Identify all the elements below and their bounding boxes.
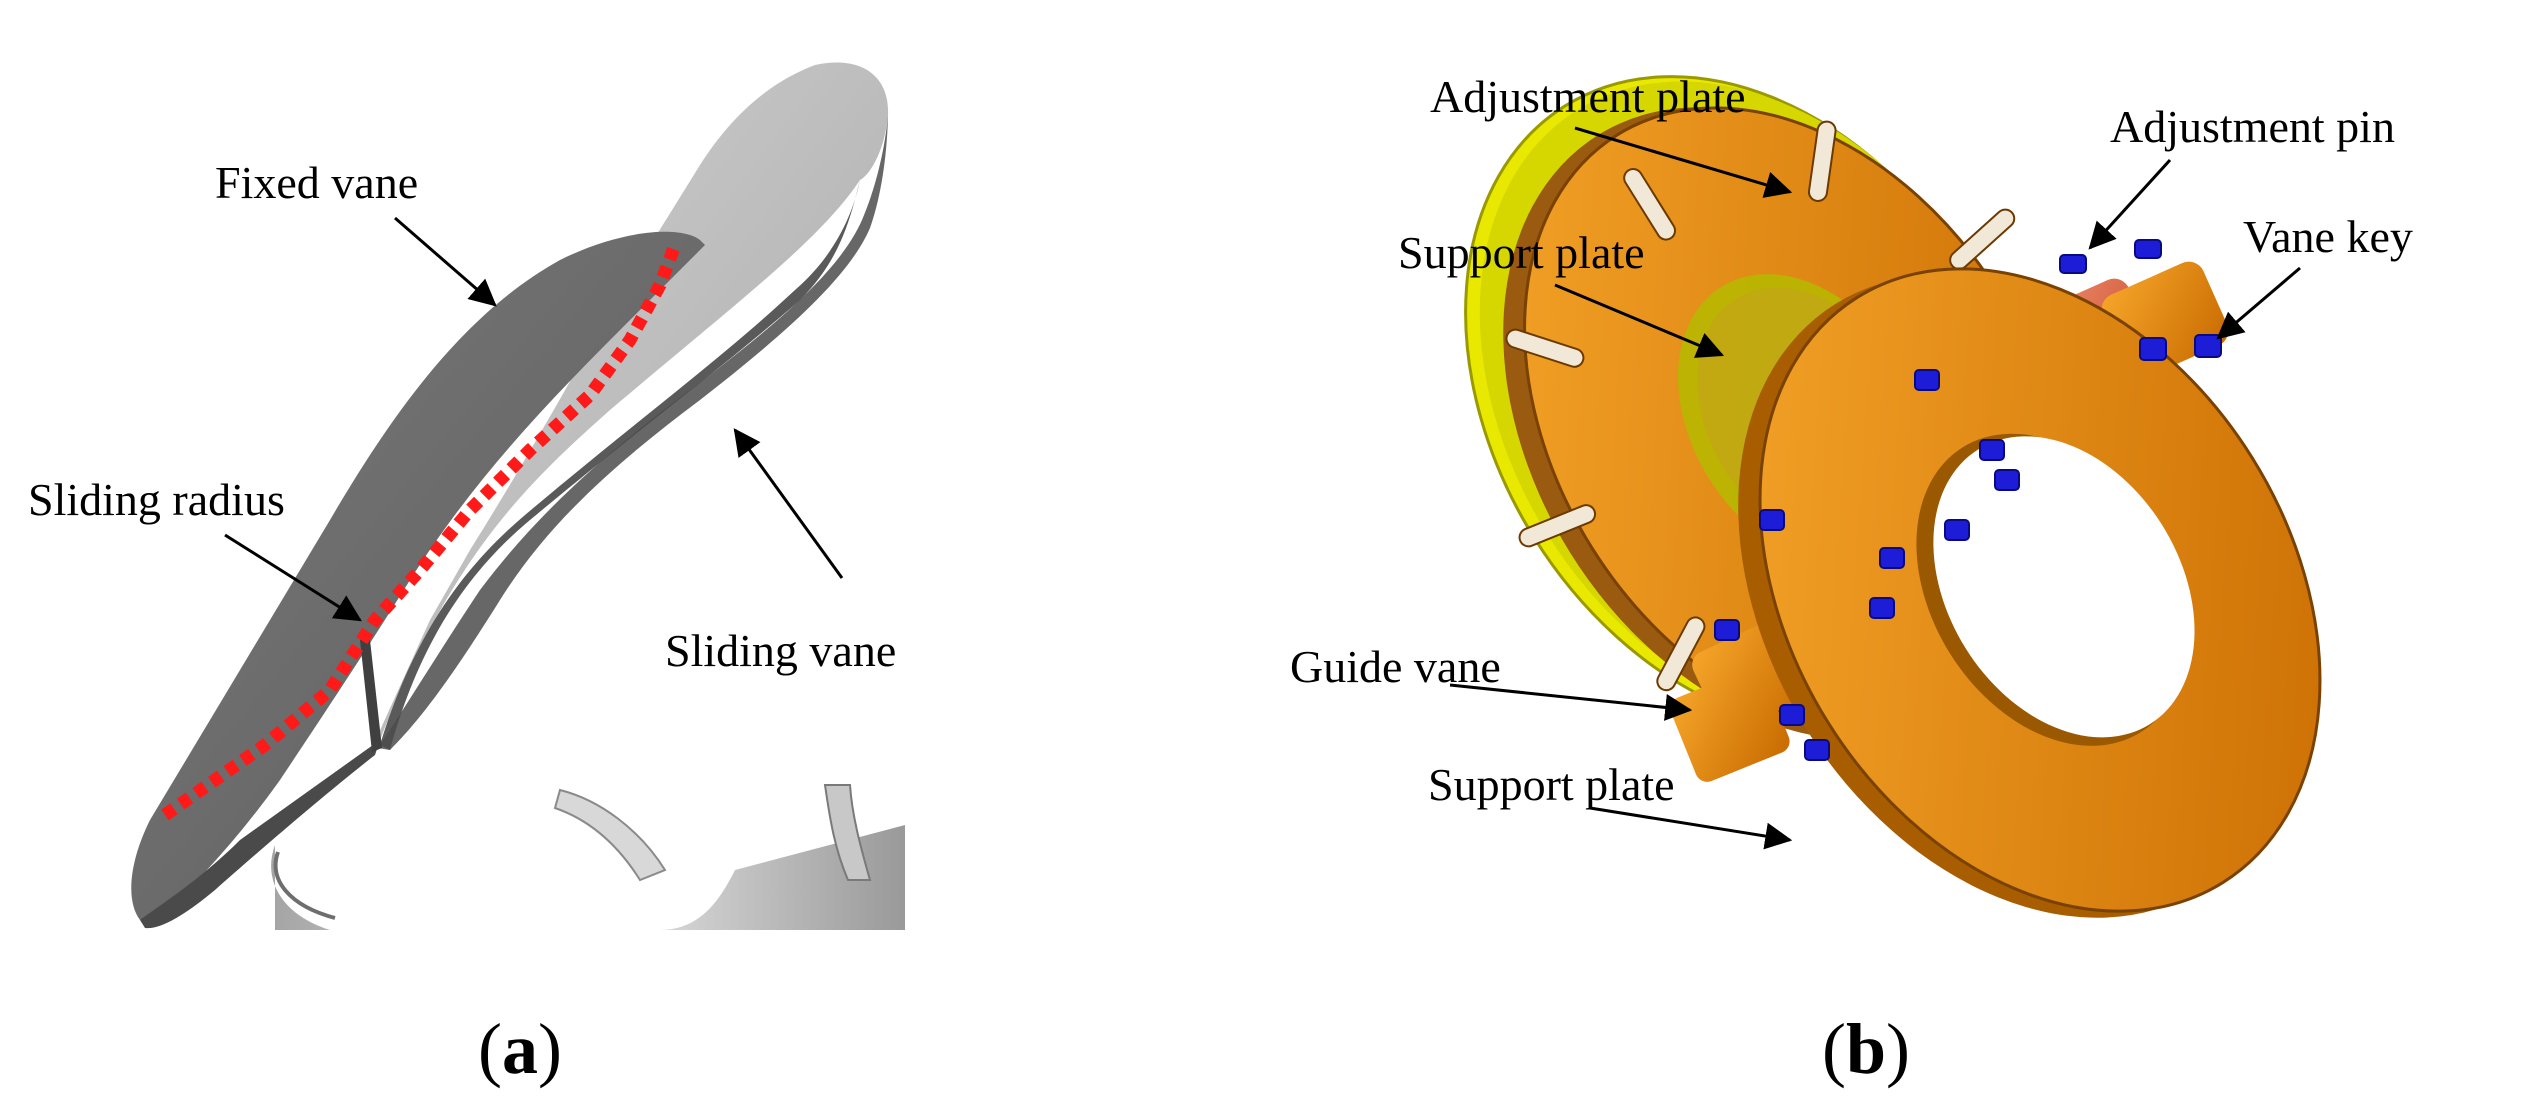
arrow-adjustment-pin — [2088, 158, 2172, 250]
arrow-support-plate-top — [1554, 283, 1725, 358]
adjustment-pin — [1759, 509, 1785, 531]
sliding-radius-line — [161, 242, 682, 821]
adjustment-pin — [1994, 469, 2020, 491]
arrow-fixed-vane — [394, 216, 497, 307]
label-support-plate-top: Support plate — [1398, 227, 1645, 278]
guide-vane-block — [1670, 668, 1790, 782]
sliding-vane — [372, 62, 889, 750]
arrow-sliding-vane — [733, 428, 844, 579]
label-fixed-vane: Fixed vane — [215, 157, 418, 208]
label-adjustment-plate: Adjustment plate — [1430, 71, 1746, 122]
arrow-sliding-radius — [224, 533, 362, 622]
arrow-vane-key — [2216, 266, 2301, 340]
adjustment-pins — [1714, 239, 2222, 761]
adjustment-pin — [2194, 334, 2222, 358]
label-sliding-vane: Sliding vane — [665, 625, 896, 676]
arrow-support-plate-bottom — [1589, 806, 1793, 850]
caption-a: (a) — [478, 1009, 562, 1089]
support-plate-bottom — [1738, 267, 2322, 918]
panel-b: Adjustment plate Adjustment pin Support … — [1290, 71, 2413, 1089]
adjustment-pin — [1804, 739, 1830, 761]
label-support-plate-bottom: Support plate — [1428, 759, 1675, 810]
label-adjustment-pin: Adjustment pin — [2110, 101, 2395, 152]
runner-blades — [271, 784, 905, 930]
arrow-adjustment-plate — [1574, 126, 1793, 198]
panel-a: Fixed vane Sliding radius Sliding vane (… — [28, 62, 905, 1089]
adjustment-pin — [2134, 239, 2162, 259]
adjustment-pin — [1914, 369, 1940, 391]
adjustment-pin — [1979, 439, 2005, 461]
adjustment-pin — [1879, 547, 1905, 569]
label-vane-key: Vane key — [2243, 211, 2413, 262]
caption-b: (b) — [1822, 1009, 1910, 1089]
adjustment-pin — [1869, 597, 1895, 619]
adjustment-pin — [1714, 619, 1740, 641]
adjustment-pin — [2059, 254, 2087, 274]
adjustment-pin — [1944, 519, 1970, 541]
label-sliding-radius: Sliding radius — [28, 474, 285, 525]
adjustment-pin — [2139, 337, 2167, 361]
arrow-guide-vane — [1449, 683, 1693, 721]
label-guide-vane: Guide vane — [1290, 641, 1501, 692]
fixed-vane — [131, 231, 706, 929]
adjustment-pin — [1779, 704, 1805, 726]
